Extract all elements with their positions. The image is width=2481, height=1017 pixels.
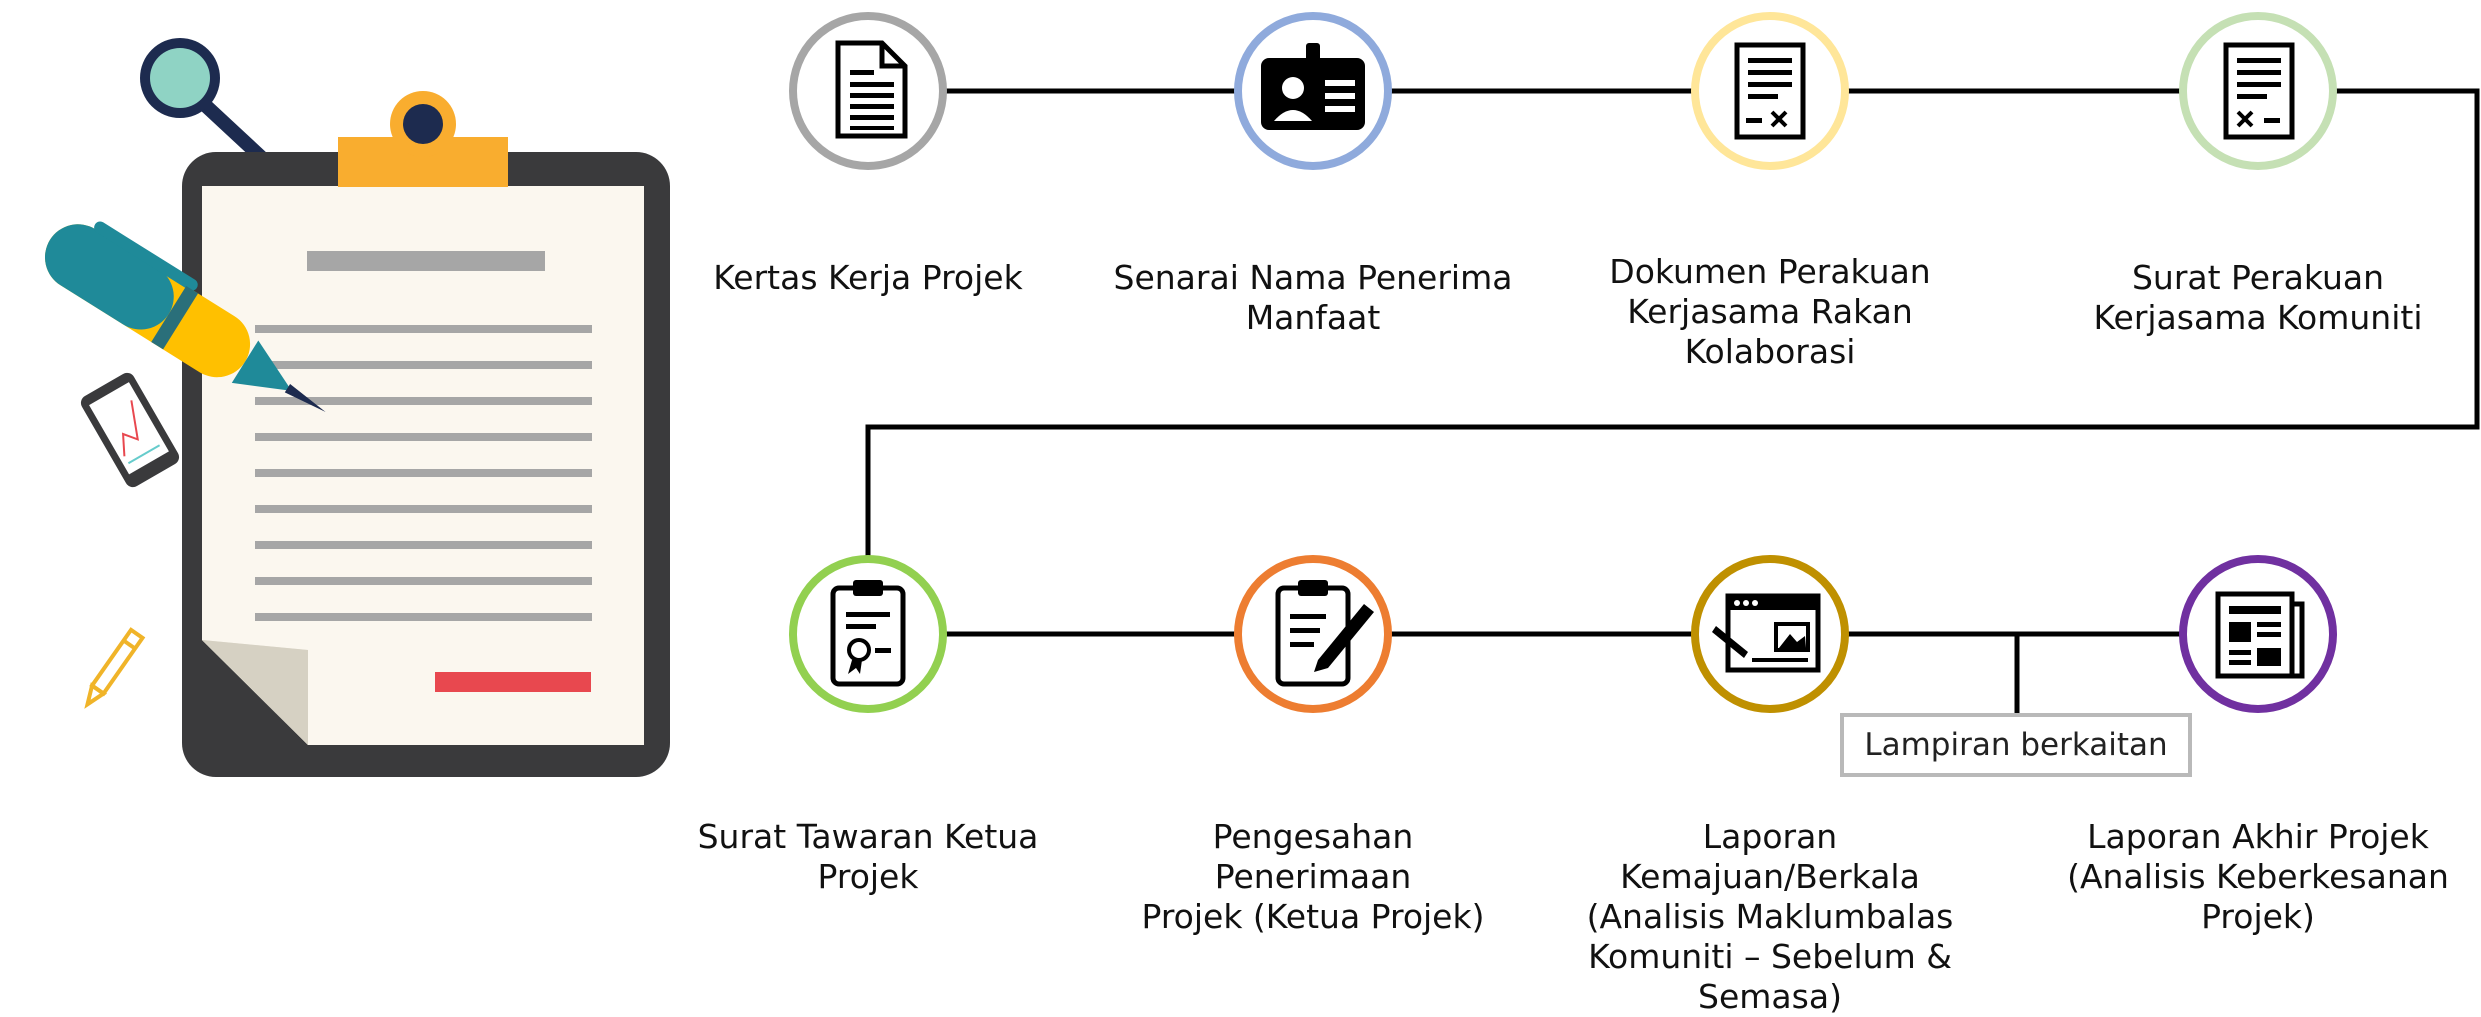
step-circle-1 — [789, 12, 947, 170]
clipboard-pen-icon — [1275, 580, 1374, 687]
step-circle-2 — [1234, 12, 1392, 170]
diagram-canvas — [44, 12, 2480, 777]
step-circle-7 — [1691, 555, 1849, 713]
step-label-4-line: Surat Perakuan — [2131, 258, 2385, 297]
step-label-6: Pengesahan Penerimaan Projek (Ketua Proj… — [1113, 817, 1513, 937]
row-wrap-connector — [865, 88, 2480, 556]
step-label-7-line: Laporan Kemajuan/Berkala — [1620, 817, 1920, 896]
step-circle-6 — [1234, 555, 1392, 713]
magnifier-icon — [140, 38, 269, 165]
step-label-3-line: Dokumen Perakuan — [1609, 252, 1931, 291]
step-label-5-line: Surat Tawaran Ketua — [697, 817, 1039, 856]
browser-window-icon — [1712, 593, 1821, 673]
tablet-icon — [80, 372, 180, 488]
step-label-8-line: Projek) — [2201, 897, 2315, 936]
step-label-5: Surat Tawaran Ketua Projek — [668, 817, 1068, 897]
pencil-icon — [84, 627, 146, 709]
step-label-4: Surat Perakuan Kerjasama Komuniti — [2058, 258, 2458, 338]
connector-lines — [865, 88, 2480, 713]
step-circle-5 — [789, 555, 947, 713]
step-label-1-line: Kertas Kerja Projek — [713, 258, 1023, 297]
document-icon — [835, 40, 908, 139]
step-label-6-line: Pengesahan Penerimaan — [1212, 817, 1414, 896]
step-label-2-line: Senarai Nama Penerima — [1113, 258, 1513, 297]
step-label-4-line: Kerjasama Komuniti — [2093, 298, 2423, 337]
step-label-2-line: Manfaat — [1245, 298, 1381, 337]
step-label-7-line: Semasa) — [1698, 977, 1842, 1016]
attachment-label: Lampiran berkaitan — [1864, 727, 2168, 763]
step-label-7-line: Komuniti – Sebelum & — [1588, 937, 1952, 976]
pen-icon — [44, 221, 326, 413]
clipboard-illustration — [44, 38, 670, 777]
step-label-8-line: (Analisis Keberkesanan — [2067, 857, 2449, 896]
step-label-8: Laporan Akhir Projek (Analisis Keberkesa… — [2058, 817, 2458, 937]
step-circle-3 — [1691, 12, 1849, 170]
step-label-2: Senarai Nama Penerima Manfaat — [1113, 258, 1513, 338]
id-card-icon — [1261, 43, 1365, 130]
step-label-7-line: (Analisis Maklumbalas — [1586, 897, 1954, 936]
step-label-8-line: Laporan Akhir Projek — [2087, 817, 2429, 856]
attachment-box: Lampiran berkaitan — [1840, 713, 2192, 777]
step-label-3: Dokumen Perakuan Kerjasama Rakan Kolabor… — [1570, 252, 1970, 372]
step-circle-8 — [2179, 555, 2337, 713]
step-label-1: Kertas Kerja Projek — [668, 258, 1068, 298]
certificate-clipboard-icon — [830, 580, 906, 687]
flow-diagram: Kertas Kerja Projek Senarai Nama Penerim… — [44, 12, 2480, 1016]
step-label-6-line: Projek (Ketua Projek) — [1141, 897, 1485, 936]
step-label-3-line: Kolaborasi — [1684, 332, 1856, 371]
newspaper-icon — [2215, 591, 2305, 679]
letter-document-icon — [2223, 42, 2295, 140]
step-label-5-line: Projek — [817, 857, 919, 896]
agreement-document-icon — [1734, 42, 1806, 140]
step-label-7: Laporan Kemajuan/Berkala (Analisis Maklu… — [1550, 817, 1990, 1017]
step-circle-4 — [2179, 12, 2337, 170]
step-label-3-line: Kerjasama Rakan — [1627, 292, 1913, 331]
